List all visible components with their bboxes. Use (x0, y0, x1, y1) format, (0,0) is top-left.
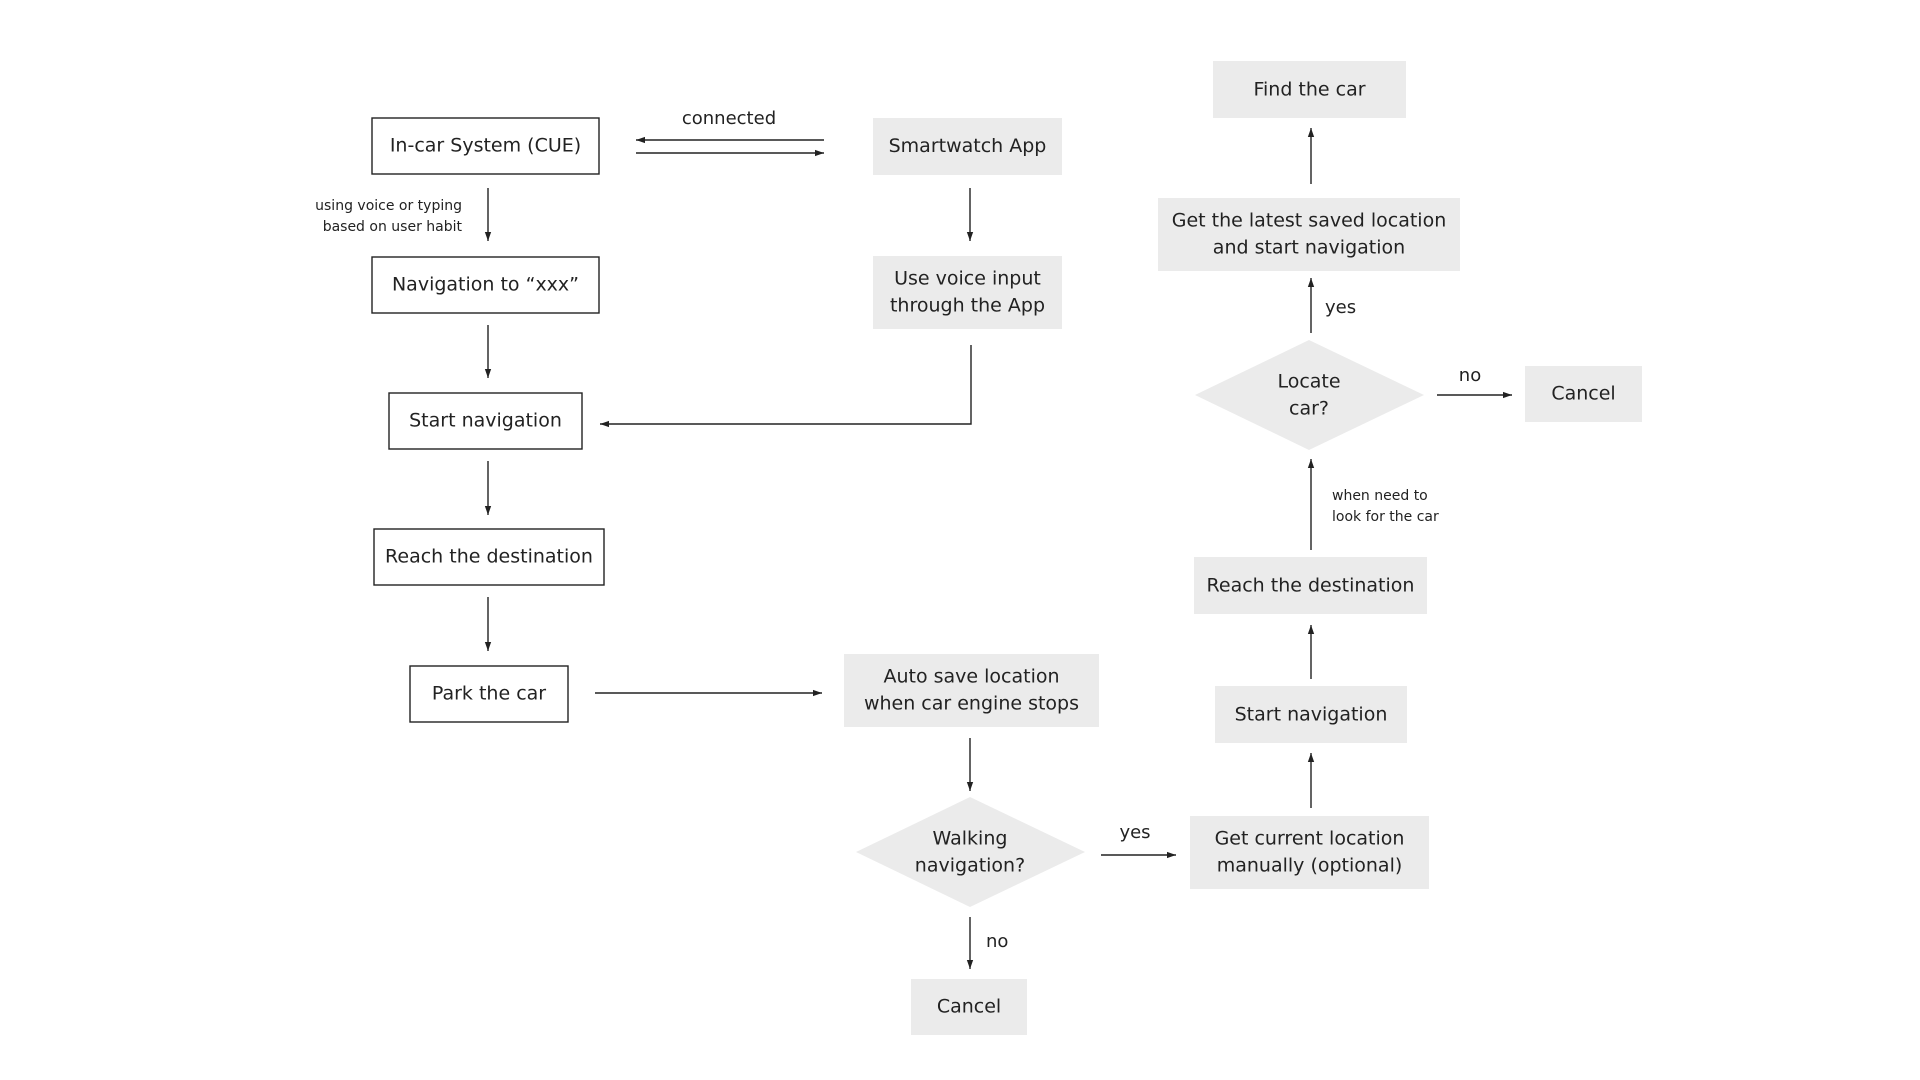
node-voice-input-line-2: through the App (890, 295, 1045, 317)
node-start-navigation-right-label: Start navigation (1235, 704, 1388, 726)
node-cancel-bottom-label: Cancel (937, 996, 1001, 1018)
node-smartwatch-app-label: Smartwatch App (889, 135, 1047, 157)
node-in-car-system: In-car System (CUE) (371, 117, 600, 175)
node-get-current-location: Get current location manually (optional) (1190, 816, 1429, 889)
node-walking-navigation-line-2: navigation? (915, 855, 1025, 877)
node-voice-input-line-1: Use voice input (894, 268, 1041, 290)
node-walking-navigation-line-1: Walking (933, 828, 1008, 850)
node-walking-navigation-decision: Walking navigation? (856, 797, 1085, 907)
arrow-voice-to-start-navigation (600, 345, 972, 428)
node-navigation-to: Navigation to “xxx” (371, 256, 600, 314)
node-voice-input: Use voice input through the App (873, 256, 1062, 329)
node-start-navigation-right: Start navigation (1215, 686, 1407, 743)
node-navigation-to-label: Navigation to “xxx” (392, 274, 579, 296)
node-in-car-system-label: In-car System (CUE) (390, 135, 581, 157)
edge-label-locate-yes: yes (1325, 297, 1356, 318)
edge-label-locate-no: no (1459, 365, 1481, 386)
node-cancel-right: Cancel (1525, 366, 1642, 422)
node-park-car: Park the car (409, 665, 569, 723)
node-cancel-right-label: Cancel (1551, 383, 1615, 405)
edge-label-walking-no: no (986, 931, 1008, 952)
node-auto-save-line-1: Auto save location (883, 666, 1059, 688)
node-cancel-bottom: Cancel (911, 979, 1027, 1035)
edge-note-when-need-line-1: when need to (1332, 488, 1428, 504)
node-get-latest-location-line-2: and start navigation (1213, 237, 1405, 259)
node-locate-car-line-1: Locate (1277, 371, 1340, 393)
node-reach-destination-left-label: Reach the destination (385, 546, 593, 568)
edge-note-when-need-line-2: look for the car (1332, 509, 1439, 525)
node-smartwatch-app: Smartwatch App (873, 118, 1062, 175)
node-reach-destination-right-label: Reach the destination (1207, 575, 1415, 597)
node-auto-save-line-2: when car engine stops (864, 693, 1079, 715)
node-locate-car-line-2: car? (1289, 398, 1329, 420)
node-start-navigation-left-label: Start navigation (409, 410, 562, 432)
node-get-latest-location-line-1: Get the latest saved location (1172, 210, 1447, 232)
node-find-car-label: Find the car (1253, 79, 1365, 101)
node-auto-save: Auto save location when car engine stops (844, 654, 1099, 727)
edge-note-voice-or-typing-line-1: using voice or typing (315, 198, 462, 214)
node-get-current-location-line-2: manually (optional) (1217, 855, 1403, 877)
node-get-current-location-line-1: Get current location (1215, 828, 1405, 850)
edge-label-connected: connected (682, 108, 776, 129)
node-get-latest-location: Get the latest saved location and start … (1158, 198, 1460, 271)
node-find-car: Find the car (1213, 61, 1406, 118)
node-locate-car-decision: Locate car? (1195, 340, 1424, 450)
node-reach-destination-right: Reach the destination (1194, 557, 1427, 614)
node-park-car-label: Park the car (432, 683, 546, 705)
edge-note-voice-or-typing-line-2: based on user habit (323, 219, 463, 235)
node-reach-destination-left: Reach the destination (373, 528, 605, 586)
edge-label-walking-yes: yes (1119, 822, 1150, 843)
node-start-navigation-left: Start navigation (388, 392, 583, 450)
